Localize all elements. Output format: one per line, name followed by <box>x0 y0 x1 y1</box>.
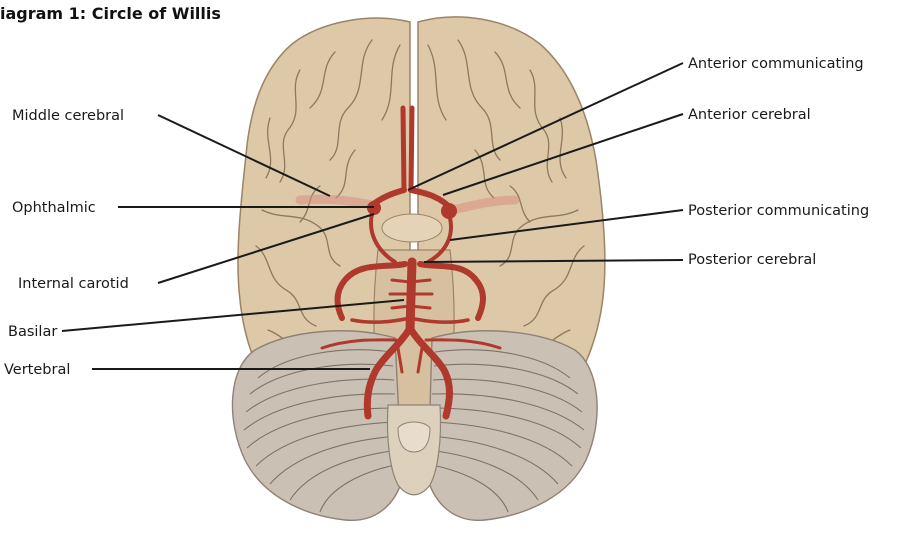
diagram-title: iagram 1: Circle of Willis <box>0 4 221 23</box>
left-cerebellum <box>232 331 402 521</box>
right-cerebellum <box>428 331 597 521</box>
label-anterior-communicating: Anterior communicating <box>688 56 864 72</box>
label-posterior-cerebral: Posterior cerebral <box>688 252 816 268</box>
spinal-cord-section <box>398 422 430 452</box>
label-vertebral: Vertebral <box>4 362 70 378</box>
label-anterior-cerebral: Anterior cerebral <box>688 107 811 123</box>
label-posterior-communicating: Posterior communicating <box>688 203 869 219</box>
label-basilar: Basilar <box>8 324 57 340</box>
optic-chiasm-area <box>382 214 442 242</box>
label-internal-carotid: Internal carotid <box>18 276 129 292</box>
label-ophthalmic: Ophthalmic <box>12 200 96 216</box>
label-middle-cerebral: Middle cerebral <box>12 108 124 124</box>
